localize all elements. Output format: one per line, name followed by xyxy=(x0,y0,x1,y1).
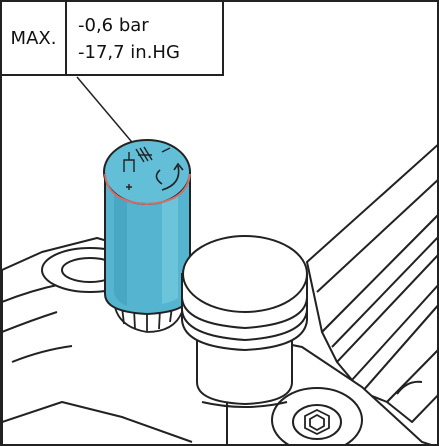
max-label-cell: MAX. xyxy=(2,2,67,76)
valve-cylinder-shade xyxy=(114,182,127,306)
machine-rails-right xyxy=(306,144,437,423)
valve-cylinder-highlight xyxy=(162,184,178,304)
max-value-bar: -0,6 bar xyxy=(78,15,149,36)
max-value-inhg: -17,7 in.HG xyxy=(78,42,180,63)
rotate-arrow-icon xyxy=(155,162,184,191)
max-label: MAX. xyxy=(10,27,57,49)
sealing-plug xyxy=(181,235,308,408)
vacuum-limiter-valve xyxy=(103,139,191,316)
max-vacuum-callout: MAX. -0,6 bar -17,7 in.HG xyxy=(2,2,224,76)
max-values-cell: -0,6 bar -17,7 in.HG xyxy=(67,2,224,76)
hex-screw-icon xyxy=(304,408,330,436)
valve-cap-ring xyxy=(104,173,191,206)
valve-cap-top xyxy=(103,139,191,205)
vacuum-valve-symbol-icon xyxy=(123,146,171,190)
